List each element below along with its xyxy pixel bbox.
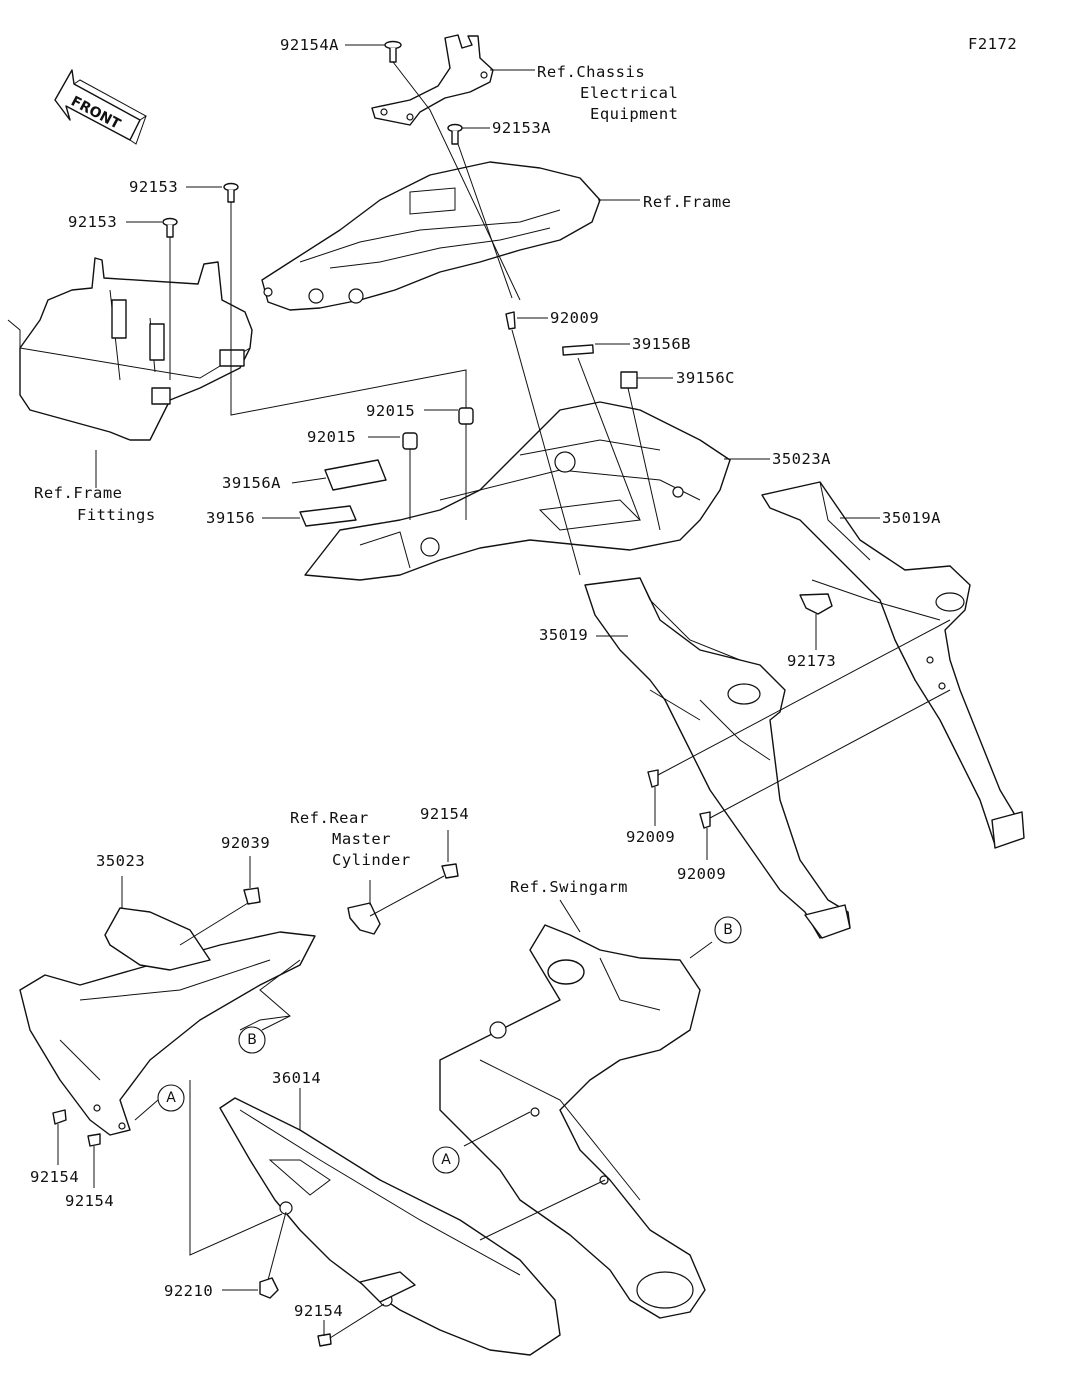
- label-92153-b: 92153: [68, 213, 117, 231]
- grommet-92015-icon: [402, 407, 474, 450]
- label-35023a: 35023A: [772, 450, 831, 468]
- label-39156: 39156: [206, 509, 255, 527]
- ref-rear-master-line1: Ref.Rear: [290, 809, 369, 827]
- label-92154-c: 92154: [65, 1192, 114, 1210]
- figure-id: F2172: [968, 35, 1017, 53]
- ref-frame: Ref.Frame: [643, 193, 732, 211]
- label-92009-a: 92009: [550, 309, 599, 327]
- svg-text:B: B: [723, 922, 733, 938]
- marker-a-swingarm: A: [432, 1146, 460, 1174]
- pad-39156b: [562, 344, 594, 356]
- leader-lines: [57, 44, 951, 1339]
- label-92015-b: 92015: [307, 428, 356, 446]
- label-92154-d: 92154: [294, 1302, 343, 1320]
- marker-b-upper: B: [714, 916, 742, 944]
- pad-39156a: [324, 459, 387, 491]
- front-arrow-icon: FRONT: [54, 69, 147, 145]
- bracket-35019: [584, 577, 851, 939]
- label-39156a: 39156A: [222, 474, 281, 492]
- clip-92039-icon: [243, 887, 261, 905]
- ref-chassis-line2: Electrical: [580, 84, 678, 102]
- ref-frame-fittings-line1: Ref.Frame: [34, 484, 123, 502]
- label-92154a: 92154A: [280, 36, 339, 54]
- chassis-bracket: [371, 34, 494, 126]
- ref-rear-master-line3: Cylinder: [332, 851, 411, 869]
- label-92210: 92210: [164, 1282, 213, 1300]
- clip-92173-icon: [799, 593, 833, 615]
- label-92009-b: 92009: [626, 828, 675, 846]
- label-39156b: 39156B: [632, 335, 691, 353]
- bolt-92009-lower-icon: [647, 769, 711, 829]
- swingarm: [439, 924, 706, 1319]
- label-36014: 36014: [272, 1069, 321, 1087]
- label-92039: 92039: [221, 834, 270, 852]
- label-92154-b: 92154: [30, 1168, 79, 1186]
- ref-swingarm: Ref.Swingarm: [510, 878, 628, 896]
- battery-case: [7, 257, 253, 441]
- bolt-92154a-icon: [384, 40, 402, 63]
- ref-chassis-line3: Equipment: [590, 105, 679, 123]
- chain-guard-36014: [219, 1097, 561, 1356]
- pad-39156: [299, 505, 357, 527]
- label-92015-a: 92015: [366, 402, 415, 420]
- svg-text:A: A: [166, 1090, 176, 1106]
- ref-frame-fittings-line2: Fittings: [77, 506, 156, 524]
- label-92153a: 92153A: [492, 119, 551, 137]
- screw-92154-icon: [52, 1109, 332, 1347]
- pad-39156c: [620, 371, 638, 389]
- label-92173: 92173: [787, 652, 836, 670]
- master-cylinder-bracket: [347, 863, 459, 935]
- svg-text:B: B: [247, 1032, 257, 1048]
- label-92153-a: 92153: [129, 178, 178, 196]
- chain-cover-35023: [19, 907, 316, 1136]
- nut-92210-icon: [259, 1277, 279, 1299]
- ref-rear-master-line2: Master: [332, 830, 391, 848]
- bolt-92153a-icon: [447, 123, 463, 145]
- bracket-35019a: [761, 481, 1025, 849]
- label-92154-a: 92154: [420, 805, 469, 823]
- ref-chassis-line1: Ref.Chassis: [537, 63, 645, 81]
- label-92009-c: 92009: [677, 865, 726, 883]
- label-39156c: 39156C: [676, 369, 735, 387]
- label-35023: 35023: [96, 852, 145, 870]
- svg-text:A: A: [441, 1152, 451, 1168]
- marker-b-lower: B: [238, 1026, 266, 1054]
- undertray-35023a: [304, 401, 731, 581]
- label-35019a: 35019A: [882, 509, 941, 527]
- marker-a-left: A: [157, 1084, 185, 1112]
- bolt-92009-icon: [505, 311, 516, 330]
- label-35019: 35019: [539, 626, 588, 644]
- frame-subframe: [261, 161, 601, 311]
